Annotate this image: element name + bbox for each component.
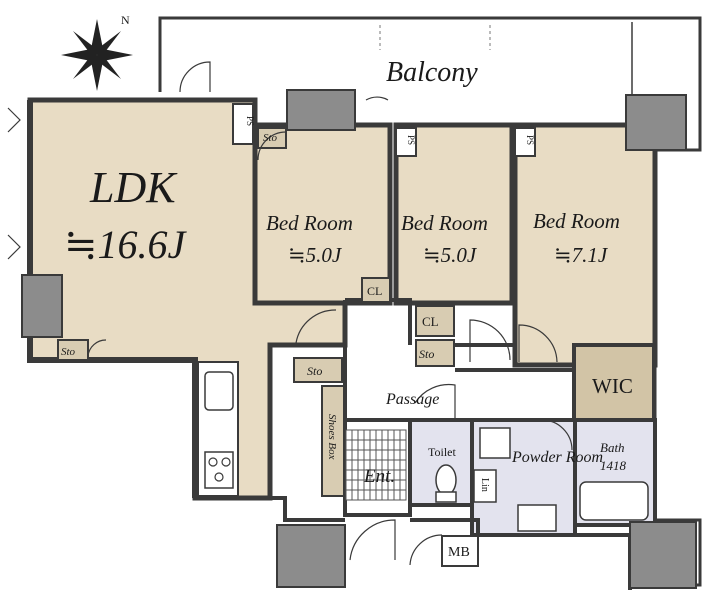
burner-icon — [221, 457, 231, 467]
column — [629, 521, 697, 589]
compass-icon — [61, 19, 133, 91]
bedroom-1-size: ≒5.0J — [288, 243, 343, 267]
powder-room-label: Powder Room — [511, 449, 603, 466]
bedroom-3 — [512, 122, 658, 368]
ps-label: PS — [406, 135, 416, 145]
closet-label: CL — [422, 314, 439, 329]
column — [625, 94, 687, 151]
compass-north-label: N — [121, 13, 130, 27]
linen-label: Lin — [479, 478, 490, 492]
burner-icon — [208, 457, 218, 467]
closet-box — [361, 277, 391, 303]
bath-size: 1418 — [600, 458, 627, 473]
bedroom-3-size: ≒7.1J — [554, 243, 609, 267]
toilet-label: Toilet — [428, 445, 456, 459]
entrance-label: Ent. — [363, 466, 395, 487]
ps-box — [514, 127, 536, 157]
sto-label: Sto — [307, 364, 322, 378]
mb-box — [441, 535, 479, 567]
ps-label: PS — [525, 135, 535, 145]
ps-box — [395, 127, 417, 157]
entrance-tile — [345, 429, 407, 501]
mb-label: MB — [448, 545, 470, 560]
sto-box-ldk-left — [57, 339, 89, 361]
balcony-label: Balcony — [386, 57, 478, 88]
washbasin-icon — [479, 427, 511, 459]
column — [286, 89, 356, 131]
wic-room — [572, 343, 656, 424]
bedroom-2 — [393, 122, 515, 306]
ps-label: PS — [245, 116, 255, 126]
bath-label: Bath — [600, 440, 625, 455]
closet-label: CL — [367, 284, 382, 298]
shoes-box-label: Shoes Box — [326, 414, 338, 460]
bedroom-1-name: Bed Room — [266, 211, 353, 235]
toilet-icon — [435, 464, 457, 496]
linen-box — [473, 469, 497, 503]
ldk-size: ≒16.6J — [64, 222, 188, 267]
sto-box-passage — [415, 339, 455, 367]
sto-label: Sto — [61, 346, 76, 358]
vanity-icon — [517, 504, 557, 532]
column — [21, 274, 63, 338]
sink-icon — [204, 371, 234, 411]
bathtub-icon — [579, 481, 649, 521]
bedroom-2-size: ≒5.0J — [423, 243, 478, 267]
ps-box — [232, 103, 254, 145]
wic-label: WIC — [592, 374, 633, 398]
sto-box-entry — [293, 357, 343, 383]
closet-box — [415, 305, 455, 337]
column — [276, 524, 346, 588]
door-swings — [7, 61, 573, 566]
bedroom-2-name: Bed Room — [401, 211, 488, 235]
passage-label: Passage — [385, 391, 439, 408]
exterior-walls-left — [27, 100, 198, 498]
ldk-name: LDK — [89, 163, 178, 212]
shoes-box — [321, 385, 345, 497]
toilet-tank-icon — [435, 491, 457, 503]
sto-label: Sto — [419, 347, 434, 361]
burner-icon — [214, 472, 224, 482]
sto-label: Sto — [263, 132, 278, 144]
bedroom-3-name: Bed Room — [533, 209, 620, 233]
stove-icon — [204, 451, 234, 489]
